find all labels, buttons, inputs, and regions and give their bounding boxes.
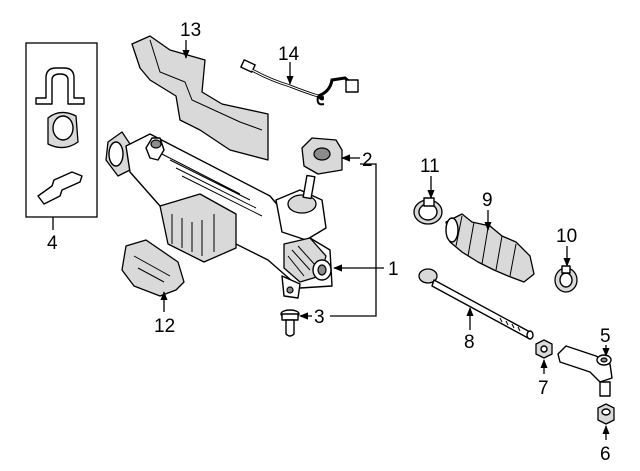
callout-13: 13	[180, 20, 201, 41]
leader-lines	[52, 40, 610, 440]
callout-3: 3	[314, 307, 325, 328]
callout-2: 2	[362, 150, 373, 171]
boot-clamp-outer	[554, 265, 578, 293]
inner-tie-rod	[418, 268, 534, 340]
mount-bushing	[301, 137, 343, 175]
wiring-harness	[240, 59, 359, 106]
rack-boot	[445, 213, 535, 283]
outer-tie-rod-end	[557, 345, 613, 397]
mounting-bolt	[280, 309, 300, 337]
callout-8: 8	[464, 332, 475, 353]
callout-9: 9	[482, 190, 493, 211]
callout-5: 5	[600, 326, 611, 347]
callout-14: 14	[278, 44, 300, 65]
bracket-kit-box	[25, 42, 98, 218]
callout-10: 10	[556, 226, 577, 247]
callout-12: 12	[154, 316, 175, 337]
callout-7: 7	[538, 378, 549, 399]
heat-shield	[131, 35, 269, 161]
callout-6: 6	[600, 444, 611, 465]
boot-clamp-inner	[413, 197, 443, 225]
steering-gear-assembly	[105, 131, 333, 299]
callout-1: 1	[388, 259, 399, 280]
jam-nut	[535, 339, 553, 359]
callout-11: 11	[420, 156, 440, 177]
gear-cover	[121, 239, 185, 297]
callout-4: 4	[47, 233, 58, 254]
tie-rod-end-nut	[597, 403, 615, 425]
